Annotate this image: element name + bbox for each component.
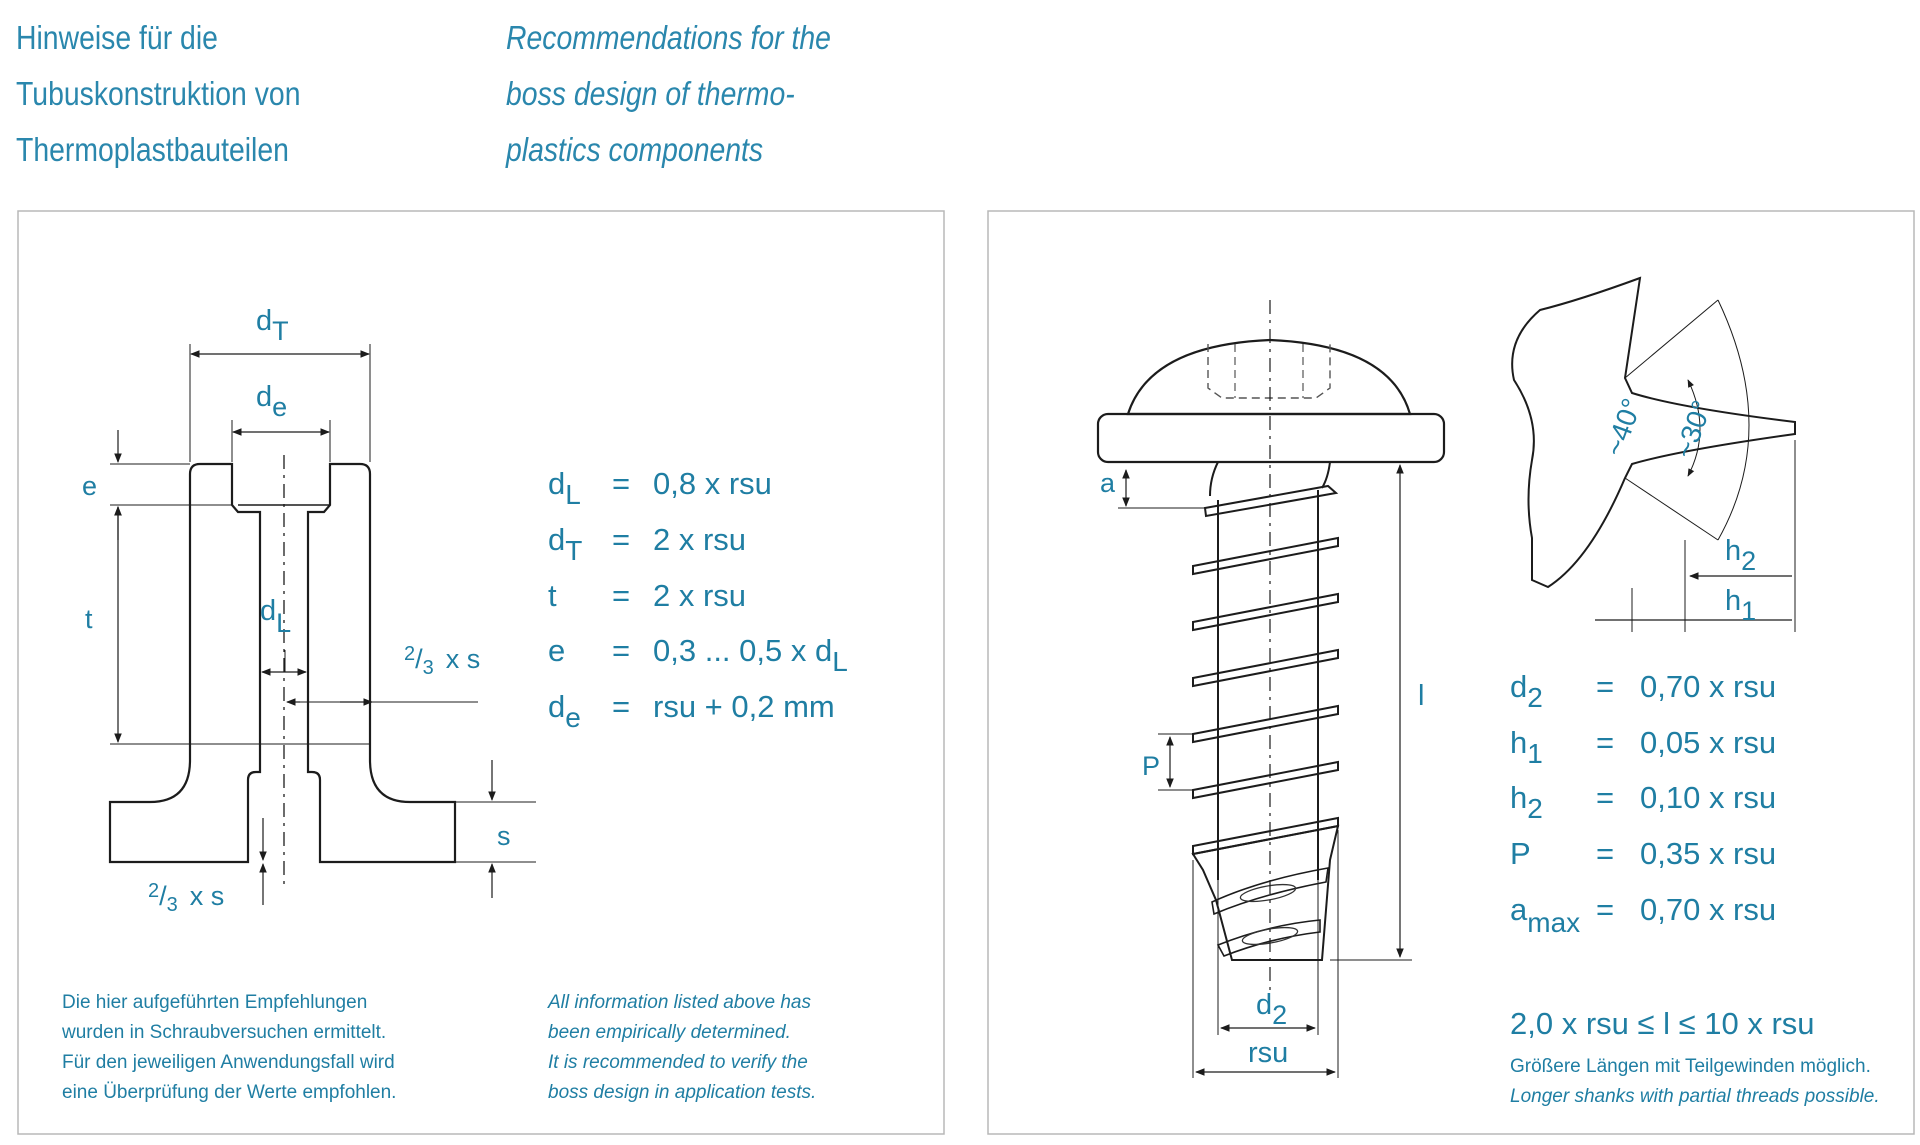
formula-e: e=0,3 ... 0,5 x dL <box>548 633 848 677</box>
header-en-line-2: boss design of thermo- <box>506 75 795 112</box>
left-note-english: All information listed above has been em… <box>547 992 816 1103</box>
label-rsu: rsu <box>1248 1037 1288 1069</box>
label-dT: dT <box>256 305 289 346</box>
label-P: P <box>1142 751 1160 781</box>
left-note-german: Die hier aufgeführten Empfehlungen wurde… <box>61 992 396 1103</box>
note-de-line-4: eine Überprüfung der Werte empfohlen. <box>62 1082 396 1103</box>
formula-t: t=2 x rsu <box>548 578 746 613</box>
formula-amax: amax=0,70 x rsu <box>1510 892 1776 938</box>
header-en-line-1: Recommendations for the <box>506 19 831 56</box>
right-note-german: Größere Längen mit Teilgewinden möglich. <box>1510 1056 1871 1077</box>
length-range: 2,0 x rsu ≤ l ≤ 10 x rsu <box>1510 1006 1815 1041</box>
label-angle-40: ~40° <box>1599 394 1648 460</box>
label-dL: dL <box>260 595 291 638</box>
label-de: de <box>256 381 287 422</box>
header-en-line-3: plastics components <box>506 131 764 168</box>
header-german: Hinweise für die Tubuskonstruktion von T… <box>16 10 300 178</box>
note-en-line-2: been empirically determined. <box>548 1022 791 1043</box>
label-h2: h2 <box>1725 535 1756 576</box>
formula-P: P=0,35 x rsu <box>1510 836 1776 871</box>
boss-cross-section <box>108 344 536 905</box>
note-en-line-3: It is recommended to verify the <box>548 1052 808 1073</box>
note-en-line-1: All information listed above has <box>547 992 811 1013</box>
header-de-line-3: Thermoplastbauteilen <box>16 131 289 168</box>
formula-d2: d2=0,70 x rsu <box>1510 669 1776 713</box>
left-formula-table: dL=0,8 x rsu dT=2 x rsu t=2 x rsu e=0,3 … <box>548 466 848 733</box>
note-en-line-4: boss design in application tests. <box>548 1082 816 1103</box>
formula-de: de=rsu + 0,2 mm <box>548 689 835 733</box>
label-e: e <box>82 471 97 501</box>
header-de-line-1: Hinweise für die <box>16 19 218 56</box>
formula-h2: h2=0,10 x rsu <box>1510 780 1776 824</box>
formula-h1: h1=0,05 x rsu <box>1510 725 1776 769</box>
label-angle-30: ~30° <box>1669 396 1718 462</box>
left-panel-frame <box>17 210 945 1135</box>
note-de-line-3: Für den jeweiligen Anwendungsfall wird <box>62 1052 395 1073</box>
header-de-line-2: Tubuskonstruktion von <box>16 75 301 112</box>
thread-profile-detail <box>1511 276 1796 632</box>
formula-dL: dL=0,8 x rsu <box>548 466 772 510</box>
right-formula-table: d2=0,70 x rsu h1=0,05 x rsu h2=0,10 x rs… <box>1510 669 1776 938</box>
label-t: t <box>85 604 93 634</box>
note-de-line-1: Die hier aufgeführten Empfehlungen <box>62 992 367 1013</box>
right-panel-frame <box>987 210 1915 1135</box>
formula-dT: dT=2 x rsu <box>548 522 746 566</box>
label-d2: d2 <box>1256 989 1287 1030</box>
right-note-english: Longer shanks with partial threads possi… <box>1510 1086 1880 1107</box>
note-de-line-2: wurden in Schraubversuchen ermittelt. <box>61 1022 386 1043</box>
screw-drawing <box>1096 300 1446 1078</box>
label-s: s <box>497 821 511 851</box>
header-english: Recommendations for the boss design of t… <box>506 10 831 178</box>
label-h1: h1 <box>1725 585 1756 626</box>
label-a: a <box>1100 468 1116 498</box>
label-l: l <box>1418 680 1424 712</box>
